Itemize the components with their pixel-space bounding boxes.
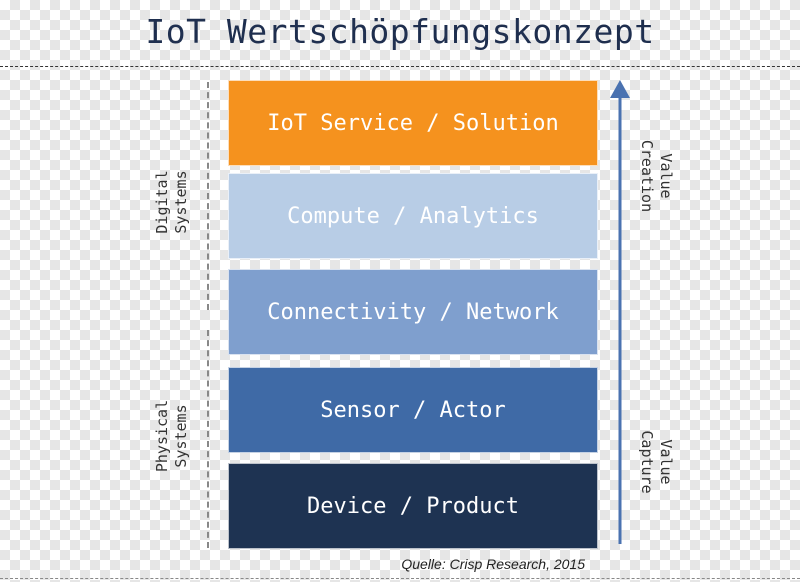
- digital-systems-bracket: [207, 82, 209, 310]
- title-divider: [0, 66, 800, 67]
- value-arrow-icon: [610, 80, 630, 544]
- layer-sensor: Sensor / Actor: [228, 367, 598, 453]
- layer-connectivity: Connectivity / Network: [228, 269, 598, 355]
- bottom-divider: [0, 578, 800, 579]
- diagram-title: IoT Wertschöpfungskonzept: [145, 12, 655, 51]
- physical-systems-label: Physical Systems: [153, 399, 190, 473]
- layer-device: Device / Product: [228, 463, 598, 549]
- value-creation-label: Value Creation: [638, 139, 675, 213]
- physical-systems-bracket: [207, 330, 209, 548]
- digital-systems-label: Digital Systems: [153, 170, 190, 234]
- value-capture-label: Value Capture: [638, 430, 675, 494]
- layer-iot-service: IoT Service / Solution: [228, 80, 598, 166]
- layer-compute: Compute / Analytics: [228, 173, 598, 259]
- source-caption: Quelle: Crisp Research, 2015: [401, 556, 585, 572]
